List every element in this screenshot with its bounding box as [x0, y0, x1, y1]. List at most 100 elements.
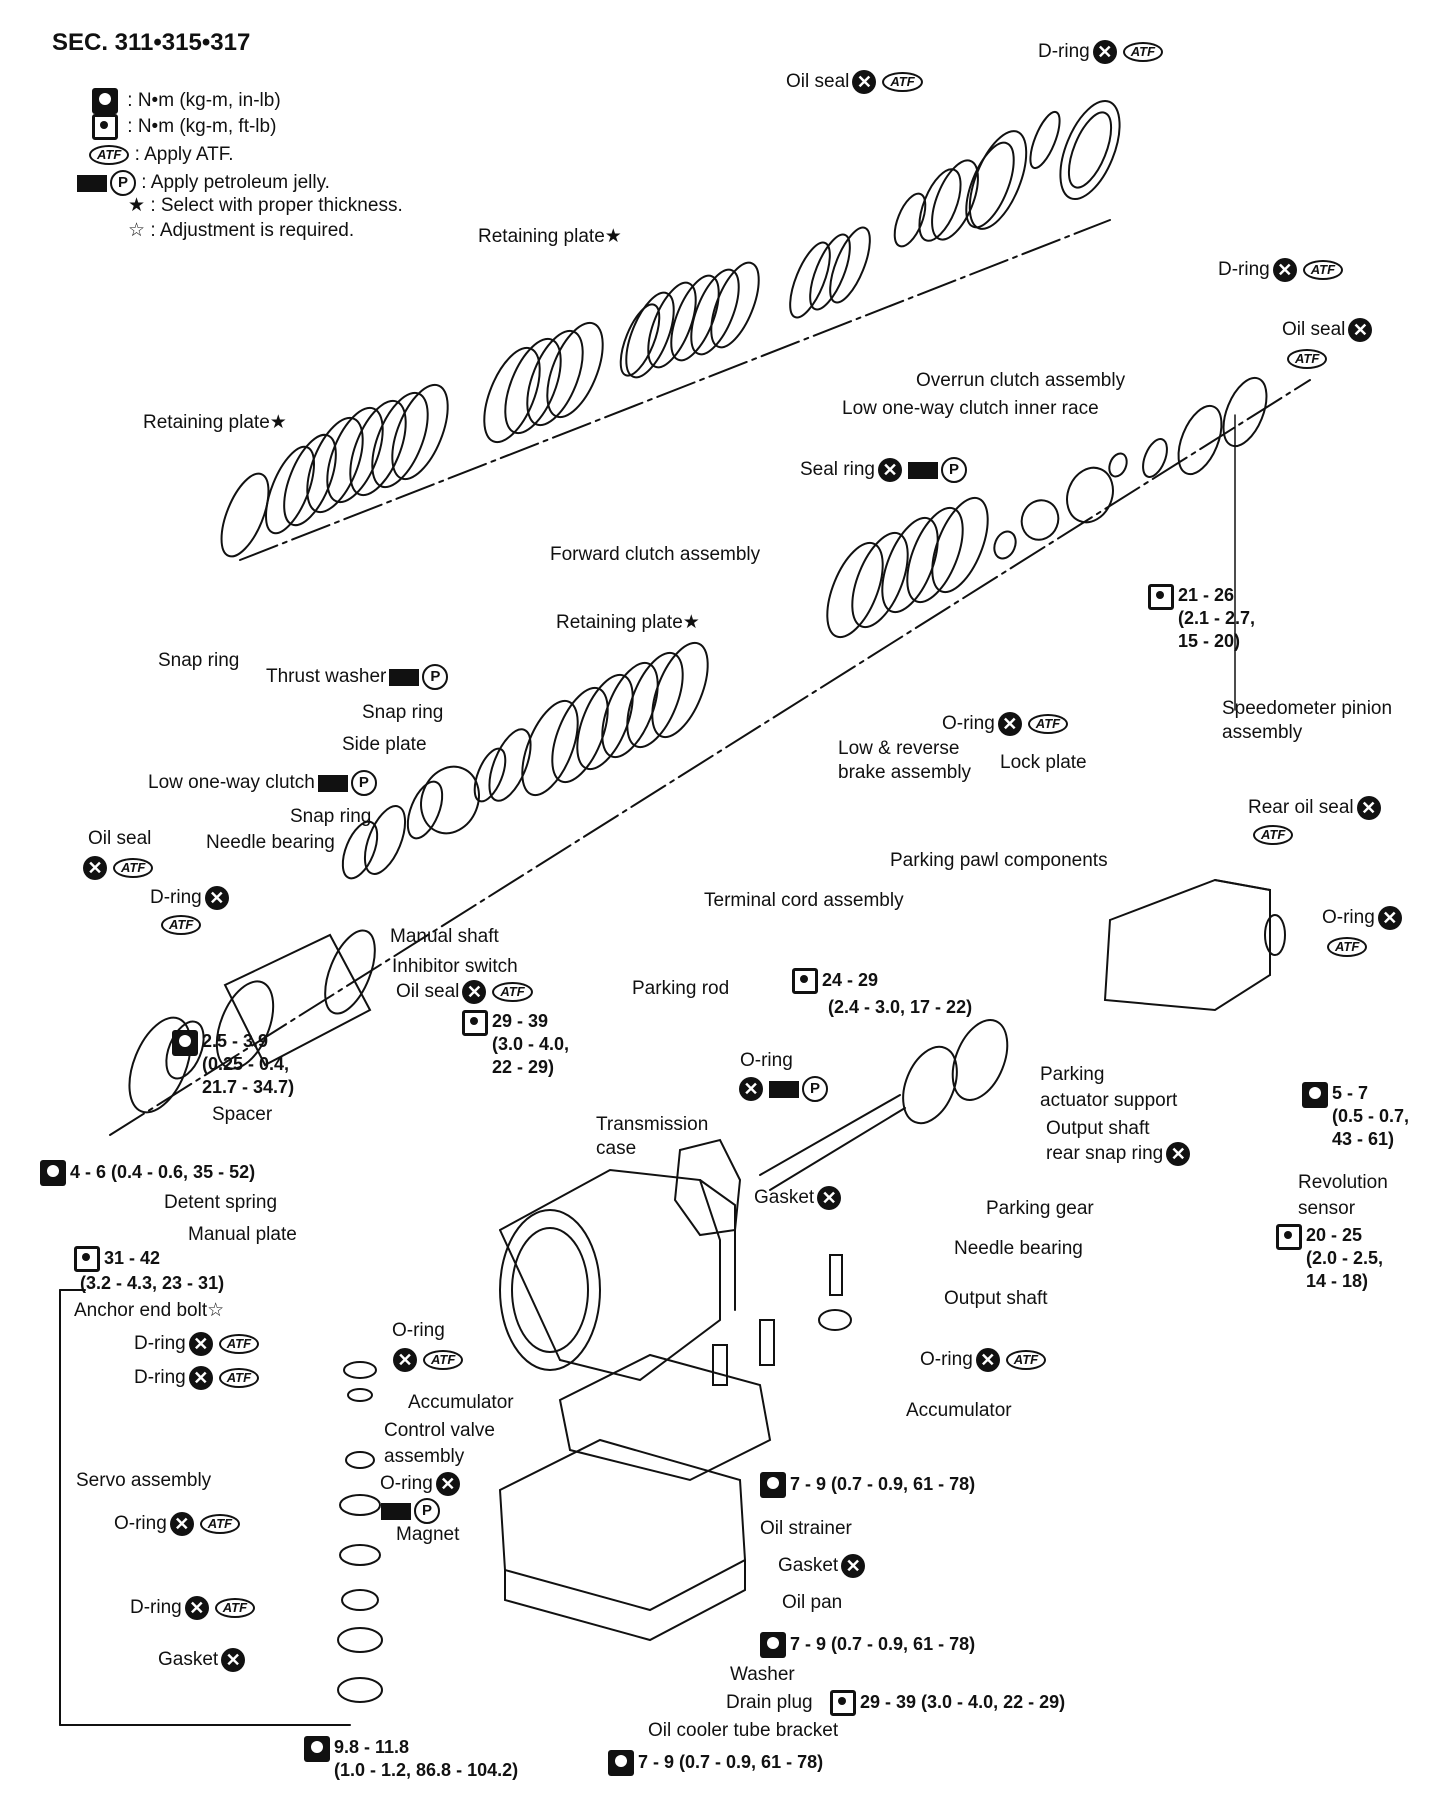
label-drain-plug: Drain plug [726, 1692, 813, 1713]
label-retaining-plate-3: Retaining plate★ [556, 612, 700, 634]
torque-text: 4 - 6 (0.4 - 0.6, 35 - 52) [70, 1161, 256, 1182]
replace-x-icon: ✕ [1166, 1142, 1191, 1166]
label-o-ring-valve-icons: P [378, 1498, 440, 1524]
label-o-ring-mid-icons: ✕P [736, 1076, 828, 1102]
label-parking-rod: Parking rod [632, 978, 730, 999]
replace-x-icon: ✕ [83, 856, 107, 880]
label-d-ring-right: D-ring✕ATF [1218, 258, 1344, 282]
atf-oval-icon: ATF [1302, 260, 1344, 280]
label-text: D-ring [1218, 259, 1270, 281]
replace-x-icon: ✕ [435, 1472, 460, 1496]
replace-x-icon: ✕ [1272, 258, 1297, 282]
torque-text: 7 - 9 (0.7 - 0.9, 61 - 78) [790, 1473, 976, 1494]
label-text: D-ring [1038, 41, 1090, 63]
label-text: D-ring [134, 1367, 186, 1389]
replace-x-icon: ✕ [1092, 40, 1117, 64]
torque-text: 31 - 42 [104, 1247, 161, 1268]
overrun-clutch-group [619, 99, 1121, 379]
torque-spec-2: 24 - 29 [792, 968, 878, 994]
label-snap-ring-2: Snap ring [362, 702, 444, 723]
legend-row-jelly: P : Apply petroleum jelly. [74, 170, 330, 196]
label-d-ring-servo-3: D-ring✕ATF [130, 1596, 256, 1620]
torque-text: 20 - 25 (2.0 - 2.5, 14 - 18) [1306, 1225, 1384, 1291]
white-star-icon: ☆ [207, 1300, 225, 1321]
replace-x-icon: ✕ [739, 1077, 763, 1101]
legend-text: : Apply ATF. [134, 144, 234, 165]
label-manual-plate: Manual plate [188, 1224, 297, 1245]
torque-spec-8b: (3.2 - 4.3, 23 - 31) [80, 1273, 225, 1293]
torque-spec-3: 2.5 - 3.9 (0.25 - 0.4, 21.7 - 34.7) [172, 1030, 294, 1099]
label-revolution-sensor: Revolution [1298, 1172, 1388, 1193]
label-revolution-sensor-2: sensor [1298, 1198, 1356, 1219]
label-washer: Washer [730, 1664, 795, 1685]
atf-oval-icon: ATF [218, 1334, 260, 1354]
label-gasket-2: Gasket✕ [778, 1554, 868, 1578]
legend-row-adjust: ☆ : Adjustment is required. [128, 220, 354, 242]
torque-text: 24 - 29 [822, 969, 879, 990]
replace-x-icon: ✕ [462, 980, 487, 1004]
label-low-oneway-inner-race: Low one-way clutch inner race [842, 398, 1099, 419]
label-text: Thrust washer [266, 666, 387, 688]
petroleum-jelly-icon [77, 174, 107, 192]
replace-x-icon: ✕ [188, 1332, 213, 1356]
wrench-filled-icon [608, 1750, 634, 1776]
label-text: D-ring [130, 1597, 182, 1619]
torque-spec-12: 9.8 - 11.8 (1.0 - 1.2, 86.8 - 104.2) [304, 1736, 518, 1782]
label-oil-seal-left-icons: ✕ATF [80, 856, 154, 880]
label-d-ring-left: D-ring✕ [150, 886, 232, 910]
atf-oval-icon: ATF [492, 982, 533, 1002]
black-star-icon: ★ [604, 226, 622, 247]
label-anchor-end-bolt: Anchor end bolt☆ [74, 1300, 224, 1322]
label-oil-pan: Oil pan [782, 1592, 843, 1613]
replace-x-icon: ✕ [1348, 318, 1373, 342]
torque-text: 21 - 26 (2.1 - 2.7, 15 - 20) [1178, 585, 1256, 651]
label-servo-assembly: Servo assembly [76, 1470, 212, 1491]
label-text: Rear oil seal [1248, 797, 1354, 819]
replace-x-icon: ✕ [997, 712, 1022, 736]
torque-spec-10: 7 - 9 (0.7 - 0.9, 61 - 78) [760, 1632, 975, 1658]
label-oil-seal-right-atf: ATF [1284, 348, 1328, 370]
label-text: Seal ring [800, 459, 875, 481]
p-circle-icon: P [350, 770, 377, 796]
torque-spec-2b: (2.4 - 3.0, 17 - 22) [828, 997, 973, 1017]
label-o-ring-accum-right: O-ring✕ATF [920, 1348, 1047, 1372]
wrench-filled-icon [1302, 1082, 1328, 1108]
label-needle-bearing-1: Needle bearing [206, 832, 335, 853]
legend-row-torque-ftlb: : N•m (kg-m, ft-lb) [92, 114, 276, 140]
torque-spec-6: 4 - 6 (0.4 - 0.6, 35 - 52) [40, 1160, 255, 1186]
label-manual-shaft: Manual shaft [390, 926, 499, 947]
label-o-ring-valve: O-ring✕ [380, 1472, 463, 1496]
label-text: Gasket [754, 1187, 815, 1209]
replace-x-icon: ✕ [1356, 796, 1381, 820]
replace-x-icon: ✕ [852, 70, 877, 94]
torque-spec-7: 20 - 25 (2.0 - 2.5, 14 - 18) [1276, 1224, 1383, 1293]
label-speedometer-pinion-2: assembly [1222, 722, 1303, 743]
torque-spec-11: 29 - 39 (3.0 - 4.0, 22 - 29) [830, 1690, 1065, 1716]
label-o-ring-right-atf: ATF [1324, 936, 1368, 958]
replace-x-icon: ✕ [204, 886, 229, 910]
replace-x-icon: ✕ [878, 458, 902, 482]
label-gasket-3: Gasket✕ [158, 1648, 248, 1672]
torque-text: 5 - 7 (0.5 - 0.7, 43 - 61) [1332, 1083, 1410, 1149]
label-parking-actuator-2: actuator support [1040, 1090, 1178, 1111]
label-spacer: Spacer [212, 1104, 273, 1125]
label-text: O-ring [380, 1473, 433, 1495]
label-output-snap-ring-2: rear snap ring✕ [1046, 1142, 1193, 1166]
label-text: O-ring [920, 1349, 973, 1371]
wrench-open-icon [92, 114, 118, 140]
label-oil-strainer: Oil strainer [760, 1518, 852, 1539]
petroleum-jelly-icon [769, 1080, 799, 1098]
label-parking-actuator: Parking [1040, 1064, 1105, 1085]
label-text: rear snap ring [1046, 1143, 1164, 1165]
label-low-reverse-brake-2: brake assembly [838, 762, 972, 783]
torque-text: 7 - 9 (0.7 - 0.9, 61 - 78) [790, 1633, 976, 1654]
black-star-icon: ★ [682, 612, 700, 633]
label-text: O-ring [114, 1513, 167, 1535]
white-star-icon: ☆ [128, 220, 146, 241]
torque-spec-9: 7 - 9 (0.7 - 0.9, 61 - 78) [760, 1472, 975, 1498]
label-parking-pawl: Parking pawl components [890, 850, 1108, 871]
black-star-icon: ★ [269, 412, 287, 433]
replace-x-icon: ✕ [188, 1366, 213, 1390]
label-o-ring-right: O-ring✕ [1322, 906, 1405, 930]
legend-text: : Adjustment is required. [150, 220, 355, 241]
